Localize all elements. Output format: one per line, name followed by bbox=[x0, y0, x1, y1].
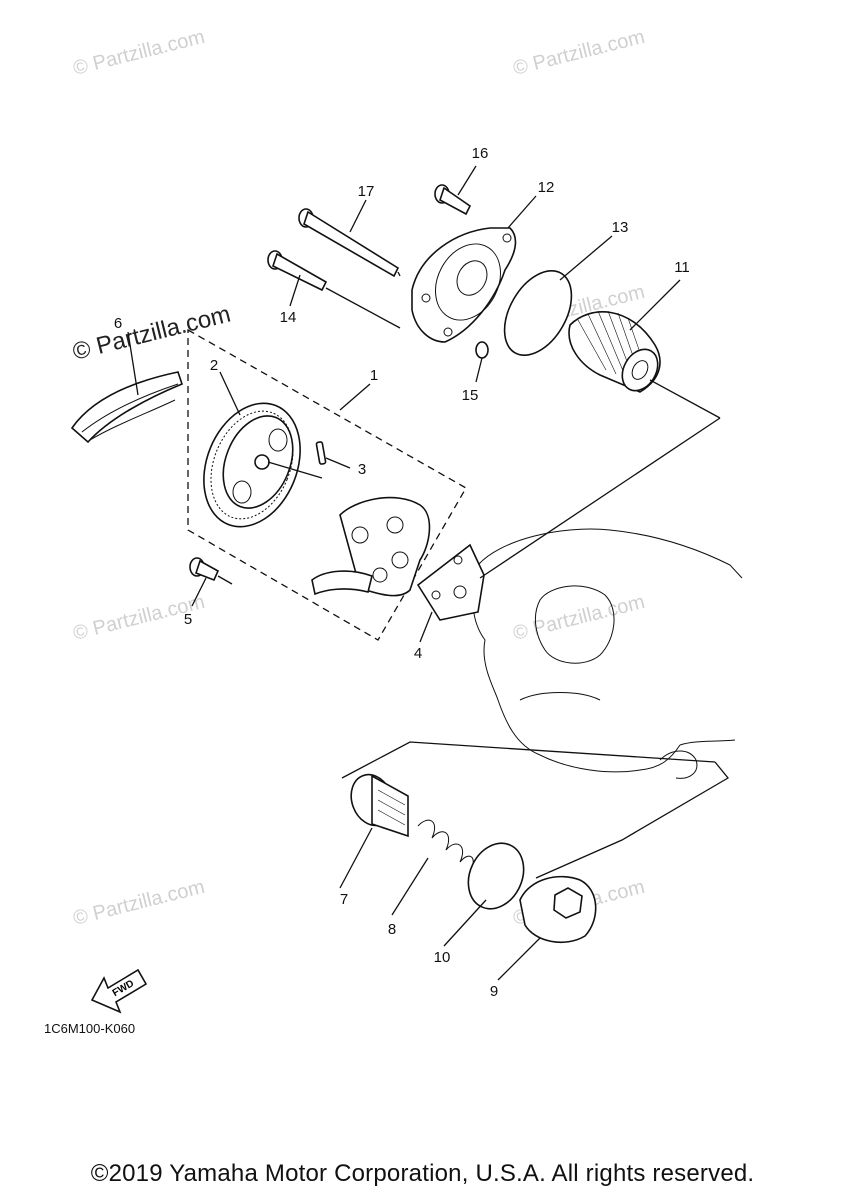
callout-2: 2 bbox=[210, 357, 218, 374]
callout-11: 11 bbox=[674, 259, 690, 276]
callout-13: 13 bbox=[612, 219, 629, 236]
part-8-spring bbox=[417, 819, 474, 873]
callout-5: 5 bbox=[184, 611, 192, 628]
part-5-screw bbox=[189, 557, 233, 585]
callout-numbers: 16 17 12 13 11 14 15 6 2 1 3 5 4 7 8 10 … bbox=[114, 145, 690, 1000]
callout-9: 9 bbox=[490, 983, 498, 1000]
strainer-group-outline bbox=[341, 741, 729, 879]
part-15-oring bbox=[475, 341, 489, 359]
watermark-1: © Partzilla.com bbox=[71, 26, 207, 80]
part-17-bolt bbox=[298, 208, 401, 278]
part-7-strainer bbox=[350, 773, 409, 838]
part-14-bolt bbox=[267, 250, 401, 329]
callout-12: 12 bbox=[538, 179, 555, 196]
part-12-cover bbox=[411, 227, 517, 343]
callout-4: 4 bbox=[414, 645, 422, 662]
part-2-gear bbox=[203, 402, 323, 528]
watermark-2: © Partzilla.com bbox=[511, 26, 647, 80]
callout-8: 8 bbox=[388, 921, 396, 938]
part-9-plug bbox=[519, 875, 597, 944]
callout-6: 6 bbox=[114, 315, 122, 332]
callout-3: 3 bbox=[358, 461, 366, 478]
leader-lines bbox=[127, 165, 681, 981]
part-4-gasket bbox=[416, 417, 721, 621]
crankcase-outline bbox=[472, 528, 743, 779]
part-3-pin bbox=[315, 441, 327, 465]
fwd-arrow: FWD bbox=[90, 968, 148, 1014]
callout-14: 14 bbox=[280, 309, 297, 326]
part-10-oring bbox=[467, 842, 525, 910]
part-11-filter bbox=[568, 310, 721, 419]
watermark-6: © Partzilla.com bbox=[71, 876, 207, 930]
copyright-notice: ©2019 Yamaha Motor Corporation, U.S.A. A… bbox=[90, 1160, 755, 1187]
callout-7: 7 bbox=[340, 891, 348, 908]
callout-17: 17 bbox=[358, 183, 375, 200]
oil-pump-assembly-outline bbox=[187, 328, 467, 641]
pump-body bbox=[311, 496, 431, 597]
watermark-5: © Partzilla.com bbox=[511, 591, 647, 645]
part-6-strainer bbox=[70, 371, 183, 444]
callout-15: 15 bbox=[462, 387, 479, 404]
callout-16: 16 bbox=[472, 145, 489, 162]
part-16-bolt bbox=[434, 184, 472, 216]
part-13-oring bbox=[503, 269, 573, 357]
diagram-code: 1C6M100-K060 bbox=[44, 1021, 135, 1036]
callout-1: 1 bbox=[370, 367, 378, 384]
callout-10: 10 bbox=[434, 949, 451, 966]
